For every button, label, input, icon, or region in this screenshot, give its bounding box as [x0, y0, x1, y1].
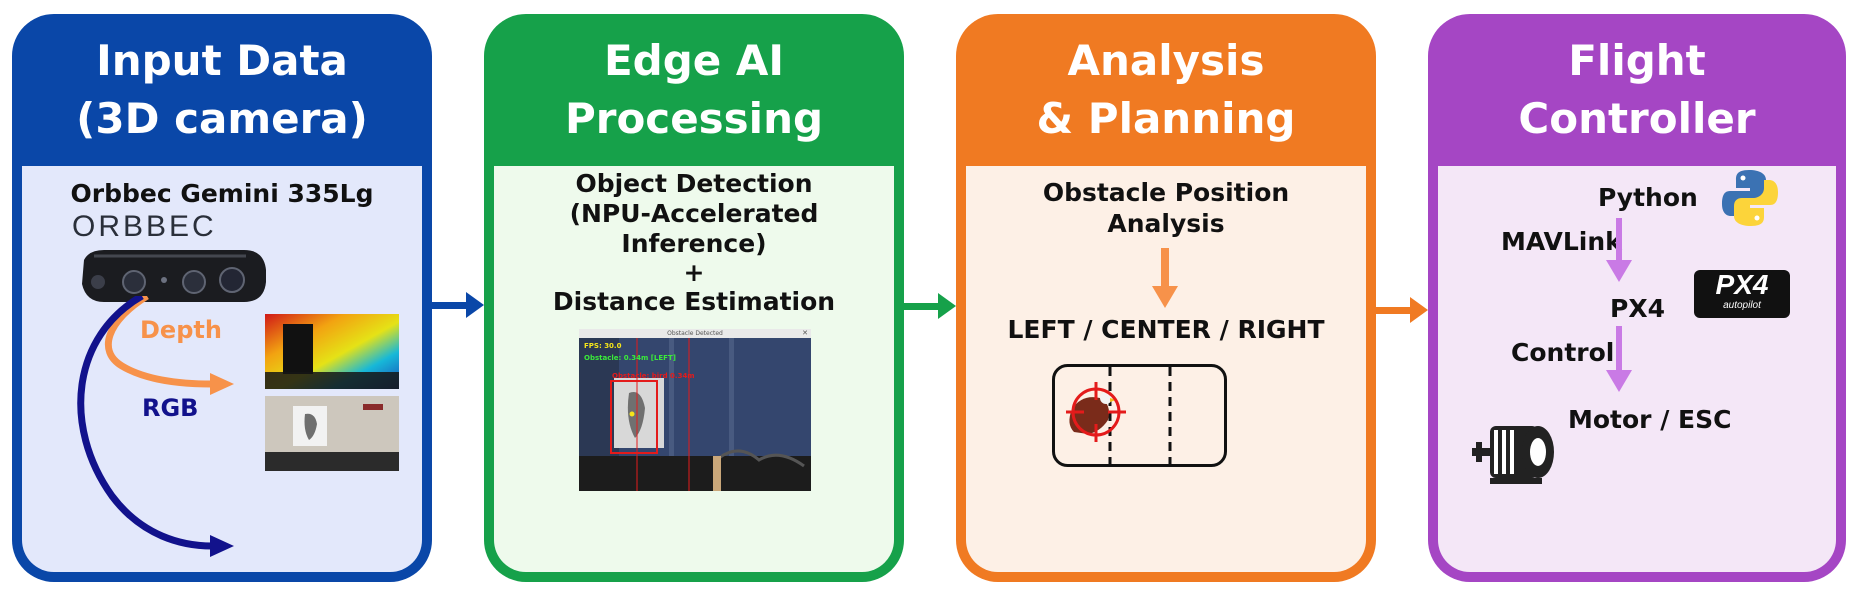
- analysis-header: Analysis & Planning: [956, 14, 1376, 166]
- rgb-image: [265, 396, 399, 471]
- screenshot-titlebar: Obstacle Detected: [579, 329, 811, 338]
- screenshot-close-icon: ✕: [802, 329, 808, 337]
- control-label: Control: [1511, 338, 1615, 367]
- arrow-python-to-px4: [1606, 218, 1632, 282]
- depth-label: Depth: [140, 316, 222, 344]
- python-label: Python: [1598, 183, 1698, 212]
- analysis-label: Analysis: [1107, 209, 1225, 238]
- edge-ai-header: Edge AI Processing: [484, 14, 904, 166]
- motor-esc-label: Motor / ESC: [1568, 405, 1732, 434]
- npu-accelerated-label: (NPU-Accelerated: [569, 199, 819, 228]
- edge-ai-title-line1: Edge AI: [603, 36, 785, 85]
- obstacle-overlay: Obstacle: 0.34m [LEFT]: [584, 354, 676, 362]
- camera-output-arrows: [77, 296, 234, 557]
- edge-ai-title-line2: Processing: [564, 94, 824, 143]
- px4-label: PX4: [1610, 294, 1665, 323]
- orbbec-logo: ORBBEC: [72, 210, 217, 243]
- python-logo-icon: [1722, 170, 1778, 226]
- flight-controller-card: Flight Controller Python MAVLink PX4 PX4…: [1428, 14, 1846, 582]
- distance-estimation-label: Distance Estimation: [552, 287, 836, 316]
- zone-diagram: [1052, 364, 1227, 467]
- camera-icon: [82, 250, 266, 302]
- inference-label: Inference): [621, 229, 767, 258]
- input-data-header: Input Data (3D camera): [12, 14, 432, 166]
- edge-ai-card: Edge AI Processing Object Detection (NPU…: [484, 14, 904, 582]
- plus-sign: +: [683, 258, 705, 287]
- flight-controller-title-line2: Controller: [1518, 94, 1756, 143]
- analysis-title-line2: & Planning: [1036, 94, 1296, 143]
- input-data-title-line2: (3D camera): [76, 94, 368, 143]
- zones-label: LEFT / CENTER / RIGHT: [1007, 315, 1325, 344]
- arrow-input-to-edge: [432, 292, 484, 318]
- analysis-body: Obstacle Position Analysis LEFT / CENTER…: [966, 166, 1366, 572]
- flight-controller-title-line1: Flight: [1568, 36, 1706, 85]
- screenshot-window-title: Obstacle Detected: [667, 330, 723, 337]
- px4-logo-subtext: autopilot: [1723, 300, 1761, 311]
- arrow-analysis-to-flight: [1376, 297, 1428, 323]
- flight-controller-body: Python MAVLink PX4 PX4 autopilot Control…: [1438, 166, 1836, 572]
- input-data-card: Input Data (3D camera) Orbbec Gemini 335…: [12, 14, 432, 582]
- px4-autopilot-logo: PX4 autopilot: [1694, 270, 1790, 318]
- flight-controller-header: Flight Controller: [1428, 14, 1846, 166]
- input-data-title-line1: Input Data: [96, 36, 348, 85]
- down-arrow-icon: [1152, 248, 1178, 308]
- analysis-card: Analysis & Planning Obstacle Position An…: [956, 14, 1376, 582]
- screenshot-scene: [579, 338, 811, 491]
- depth-map-image: [265, 314, 399, 389]
- fps-overlay: FPS: 30.0: [584, 342, 622, 350]
- arrow-edge-to-analysis: [904, 293, 956, 319]
- rgb-label: RGB: [142, 394, 199, 422]
- object-detection-label: Object Detection: [575, 169, 813, 198]
- input-data-body: Orbbec Gemini 335Lg ORBBEC Depth RGB: [22, 166, 422, 572]
- px4-logo-text: PX4: [1715, 269, 1769, 300]
- detection-box-label: Obstacle: bird 0.34m: [612, 372, 695, 380]
- mavlink-label: MAVLink: [1501, 227, 1622, 256]
- motor-icon: [1472, 426, 1554, 484]
- arrow-px4-to-motor: [1606, 326, 1632, 392]
- camera-model-label: Orbbec Gemini 335Lg: [70, 179, 374, 208]
- obstacle-position-label: Obstacle Position: [1042, 178, 1290, 207]
- analysis-title-line1: Analysis: [1067, 36, 1265, 85]
- edge-ai-body: Object Detection (NPU-Accelerated Infere…: [494, 166, 894, 572]
- detection-screenshot: Obstacle Detected ✕ FPS: 30.0 Obstacle: …: [579, 329, 811, 491]
